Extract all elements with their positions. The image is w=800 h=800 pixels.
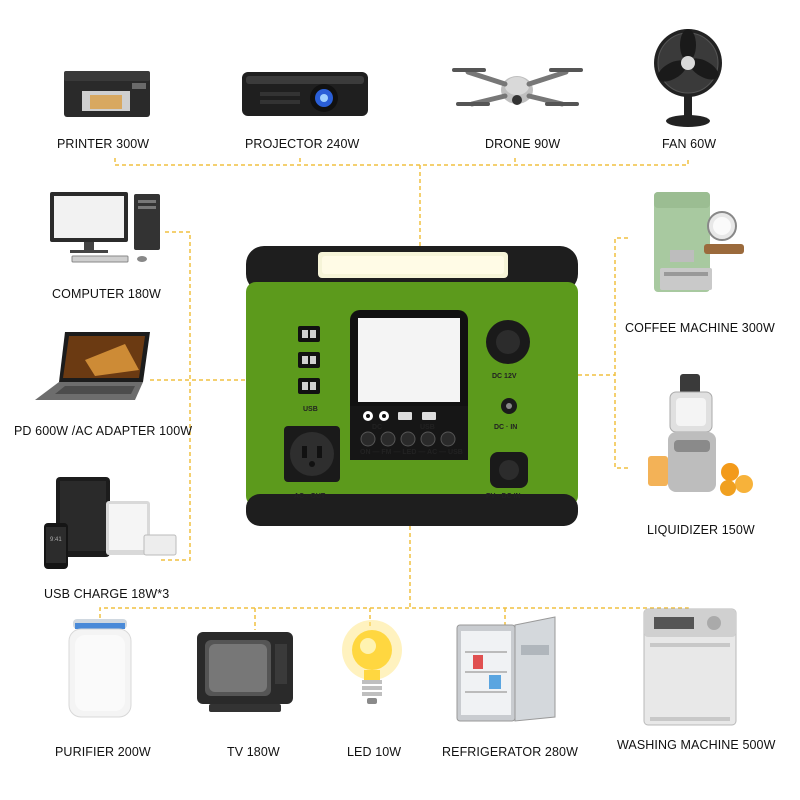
laptop-icon bbox=[35, 332, 150, 400]
usb-small-label: USB bbox=[420, 424, 435, 431]
ac-out-label: AC · OUT bbox=[294, 493, 326, 500]
drone-label: DRONE 90W bbox=[485, 137, 561, 151]
liquidizer-label: LIQUIDIZER 150W bbox=[647, 523, 755, 537]
usb-charge-label: USB CHARGE 18W*3 bbox=[44, 587, 170, 601]
washing-machine-label: WASHING MACHINE 500W bbox=[617, 738, 776, 752]
power-station: USB AC · OUT DC USB ON — FM — LED — AC —… bbox=[246, 246, 578, 526]
led-label: LED 10W bbox=[347, 745, 402, 759]
pd-adapter-label: PD 600W /AC ADAPTER 100W bbox=[14, 424, 193, 438]
usb-port-label: USB bbox=[303, 406, 318, 413]
coffee-machine-icon bbox=[654, 192, 744, 292]
pv-in-label: PV · DC IN bbox=[486, 493, 521, 500]
refrigerator-icon bbox=[456, 616, 556, 722]
projector-label: PROJECTOR 240W bbox=[245, 137, 360, 151]
coffee-machine-label: COFFEE MACHINE 300W bbox=[625, 321, 775, 335]
purifier-label: PURIFIER 200W bbox=[55, 745, 151, 759]
svg-text:9:41: 9:41 bbox=[50, 537, 62, 543]
computer-label: COMPUTER 180W bbox=[52, 287, 161, 301]
fan-label: FAN 60W bbox=[662, 137, 717, 151]
led-bulb-icon bbox=[342, 620, 402, 704]
projector-icon bbox=[242, 72, 368, 116]
dc-small-label: DC bbox=[372, 424, 382, 431]
fan-icon bbox=[654, 29, 722, 127]
dc12v-label: DC 12V bbox=[492, 373, 517, 380]
drone-icon bbox=[452, 68, 583, 107]
tv-icon bbox=[197, 632, 293, 712]
purifier-icon bbox=[68, 619, 132, 718]
computer-icon bbox=[50, 192, 160, 263]
dc-in-label: DC · IN bbox=[494, 424, 517, 431]
liquidizer-icon bbox=[648, 374, 753, 496]
refrigerator-label: REFRIGERATOR 280W bbox=[442, 745, 578, 759]
tv-label: TV 180W bbox=[227, 745, 280, 759]
button-labels: ON — FM — LED — AC — USB bbox=[360, 449, 463, 456]
printer-icon bbox=[64, 71, 150, 117]
tablet-phone-icon: 9:41 bbox=[44, 477, 177, 569]
washing-machine-icon bbox=[643, 608, 737, 726]
printer-label: PRINTER 300W bbox=[57, 137, 150, 151]
